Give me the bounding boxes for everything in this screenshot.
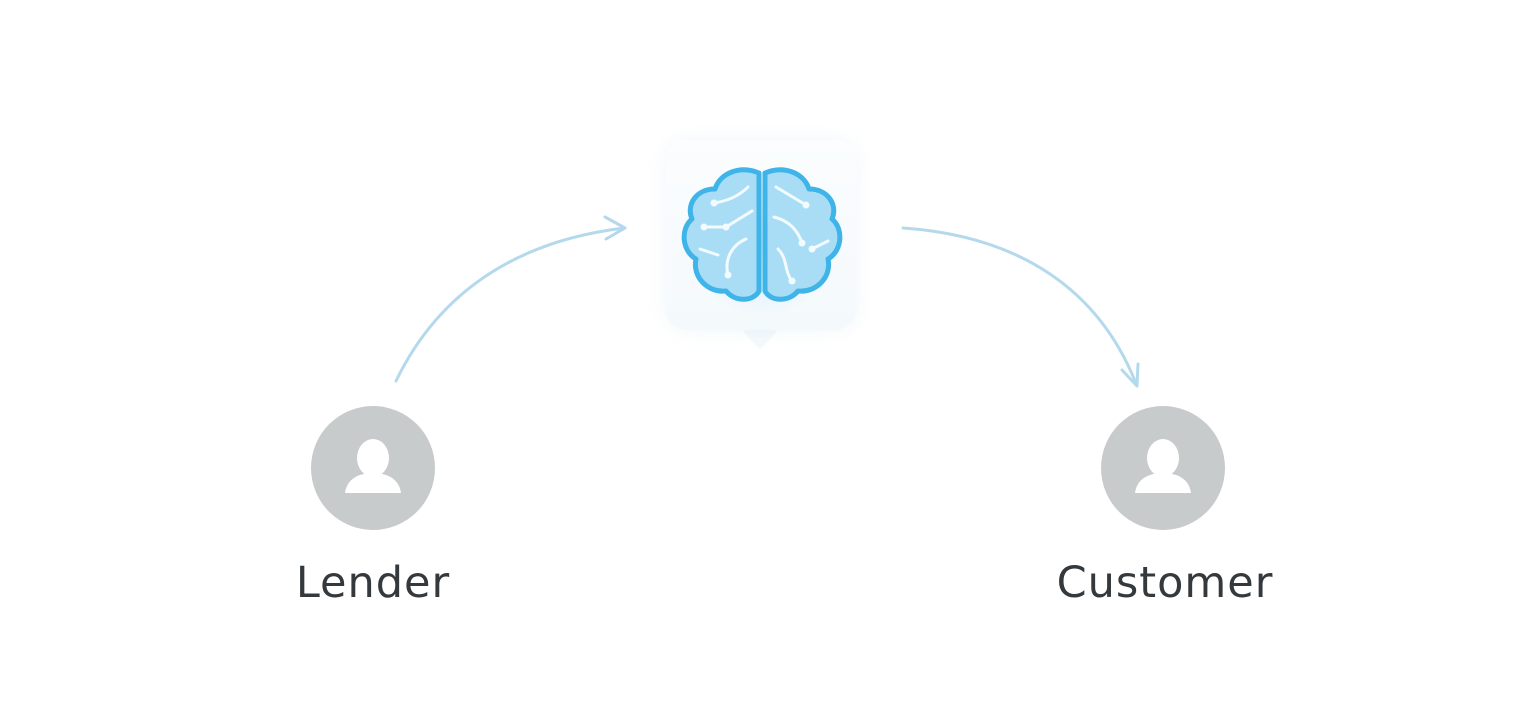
arrow-lender-to-ai: [394, 226, 627, 383]
brain-right-hemisphere: [762, 167, 843, 302]
brain-circuit-nodes: [700, 199, 816, 285]
arrowhead-lender-to-ai: [603, 215, 627, 241]
brain-left-hemisphere: [681, 167, 762, 302]
arrowhead-ai-to-customer: [1120, 362, 1140, 388]
customer-label: Customer: [1056, 558, 1274, 608]
person-icon: [311, 406, 435, 530]
arrow-ai-to-customer: [901, 226, 1139, 388]
lender-label: Lender: [295, 558, 451, 608]
person-icon: [1101, 406, 1225, 530]
customer-avatar: [1100, 405, 1226, 531]
lender-avatar: [310, 405, 436, 531]
